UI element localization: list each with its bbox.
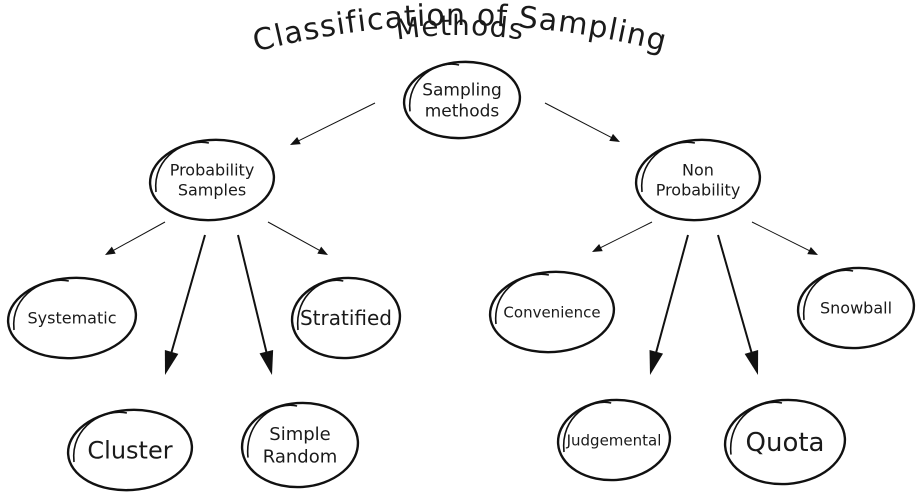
node-label-snowball: Snowball [820, 299, 892, 318]
node-label-non-probability-line1: Non [682, 161, 714, 180]
node-label-convenience: Convenience [503, 303, 600, 321]
arrowhead-judgemental [649, 350, 664, 375]
node-sketch-stroke [641, 141, 696, 193]
node-outline [634, 138, 762, 222]
node-outline [556, 398, 672, 482]
node-convenience: Convenience [488, 270, 616, 354]
edge-root-to-non-probability [544, 102, 613, 139]
arrowhead-non-probability [609, 133, 620, 142]
edge-non-probability-to-convenience [599, 221, 653, 249]
arrowhead-quota [744, 350, 759, 375]
arrowhead-convenience [592, 243, 603, 252]
node-sketch-stroke [563, 401, 612, 453]
node-outline [796, 266, 916, 350]
node-outline [488, 270, 616, 354]
edge-non-probability-to-snowball [751, 221, 811, 252]
node-judgemental: Judgemental [556, 398, 672, 482]
edge-probability-to-cluster [170, 234, 206, 355]
node-outline [6, 276, 138, 360]
edge-probability-to-systematic [112, 221, 166, 252]
node-label-root-line1: Sampling [422, 80, 502, 100]
node-label-non-probability-line2: Probability [656, 181, 741, 200]
node-label-simple-random-line1: Simple [269, 424, 330, 445]
node-snowball: Snowball [796, 266, 916, 350]
node-sketch-stroke [409, 63, 460, 112]
node-label-stratified: Stratified [300, 306, 392, 330]
arrowhead-cluster [164, 350, 179, 375]
node-outline [66, 408, 194, 492]
node-outline [148, 138, 276, 222]
nodes-layer: SamplingmethodsProbabilitySamplesNonProb… [6, 60, 916, 492]
edge-non-probability-to-quota [717, 234, 753, 355]
node-label-systematic: Systematic [28, 309, 117, 328]
node-outline [290, 276, 402, 360]
node-systematic: Systematic [6, 276, 138, 360]
edge-non-probability-to-judgemental [654, 234, 689, 355]
node-label-judgemental: Judgemental [566, 431, 662, 449]
node-label-probability-line1: Probability [170, 161, 255, 180]
node-stratified: Stratified [290, 276, 402, 360]
node-cluster: Cluster [66, 408, 194, 492]
node-outline [723, 398, 847, 486]
node-label-simple-random-line2: Random [263, 447, 338, 468]
node-label-root-line2: methods [425, 102, 500, 122]
edge-root-to-probability [297, 102, 376, 142]
node-sketch-stroke [730, 401, 783, 455]
edge-probability-to-stratified [267, 221, 321, 252]
arrowhead-stratified [317, 246, 328, 255]
node-sketch-stroke [296, 279, 344, 331]
arrowhead-snowball [807, 246, 818, 255]
node-outline [402, 60, 522, 140]
node-sketch-stroke [13, 279, 69, 331]
node-label-cluster: Cluster [87, 436, 172, 464]
node-sketch-stroke [803, 269, 854, 321]
node-label-probability-line2: Samples [178, 181, 246, 200]
arrowhead-systematic [105, 246, 116, 255]
node-label-quota: Quota [746, 428, 825, 458]
node-outline [240, 401, 360, 489]
edge-probability-to-simple-random [237, 234, 268, 354]
node-sketch-stroke [247, 404, 298, 458]
arrowhead-probability [290, 136, 301, 145]
node-sketch-stroke [495, 273, 550, 325]
node-sketch-stroke [155, 141, 210, 193]
node-sketch-stroke [73, 411, 128, 463]
node-quota: Quota [723, 398, 847, 486]
edges-layer [105, 102, 818, 375]
diagram-title-line2: Methods [394, 9, 527, 47]
arrowhead-simple-random [259, 350, 274, 375]
